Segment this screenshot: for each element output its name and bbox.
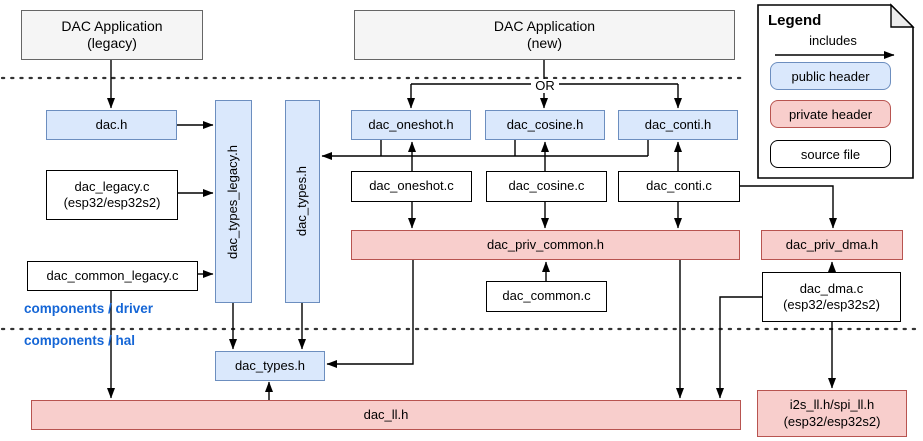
- legend-title: Legend: [768, 12, 822, 29]
- node-label: dac.h: [95, 116, 128, 132]
- node-label: dac_conti.c: [646, 178, 712, 194]
- node-label: dac_cosine.h: [506, 116, 584, 132]
- node-dac-priv-common-h: dac_priv_common.h: [351, 230, 740, 260]
- node-label: dac_dma.c: [799, 280, 864, 296]
- node-dac-dma-c: dac_dma.c (esp32/esp32s2): [762, 272, 901, 322]
- node-label: dac_types.h: [234, 357, 306, 373]
- node-label: dac_types_legacy.h: [225, 144, 241, 259]
- legend-includes-label: includes: [809, 33, 857, 48]
- legend-outline: [757, 3, 915, 179]
- section-label-components-hal: components / hal: [24, 333, 136, 348]
- node-dac-types-legacy-h: dac_types_legacy.h: [215, 100, 252, 303]
- legend-public-header-swatch: public header: [770, 62, 891, 90]
- node-dac-ll-h: dac_ll.h: [31, 400, 741, 430]
- node-dac-types-h-hal: dac_types.h: [215, 351, 325, 381]
- node-sublabel: (esp32/esp32s2): [783, 413, 881, 429]
- node-sublabel: (esp32/esp32s2): [783, 297, 880, 312]
- node-dac-priv-dma-h: dac_priv_dma.h: [761, 230, 903, 260]
- section-label-components-driver: components / driver: [24, 301, 154, 316]
- or-label: OR: [531, 79, 559, 93]
- node-label: dac_priv_common.h: [486, 236, 605, 252]
- node-label: dac_oneshot.h: [368, 116, 454, 132]
- node-sublabel: (esp32/esp32s2): [63, 195, 161, 210]
- node-sublabel: (new): [526, 35, 562, 51]
- node-label: dac_ll.h: [363, 406, 409, 422]
- node-label: DAC Application: [493, 17, 596, 34]
- node-label: dac_legacy.c: [74, 178, 150, 194]
- node-dac-common-c: dac_common.c: [486, 281, 607, 312]
- node-dac-oneshot-h: dac_oneshot.h: [351, 110, 471, 140]
- node-dac-legacy-c: dac_legacy.c (esp32/esp32s2): [46, 170, 178, 220]
- legend-private-header-swatch: private header: [770, 100, 891, 128]
- node-label: dac_conti.h: [644, 116, 712, 132]
- node-label: dac_common_legacy.c: [46, 267, 179, 283]
- node-dac-application-new: DAC Application (new): [354, 10, 735, 60]
- node-dac-common-legacy-c: dac_common_legacy.c: [27, 261, 198, 291]
- node-dac-h: dac.h: [46, 110, 177, 140]
- legend-fold-corner-icon: [890, 3, 915, 28]
- node-dac-cosine-c: dac_cosine.c: [486, 171, 607, 202]
- node-dac-types-h-driver: dac_types.h: [285, 100, 320, 303]
- node-dac-application-legacy: DAC Application (legacy): [21, 10, 203, 60]
- node-label: dac_priv_dma.h: [785, 236, 879, 252]
- node-label: dac_types.h: [294, 166, 310, 237]
- node-label: i2s_ll.h/spi_ll.h: [789, 397, 875, 413]
- node-i2s-ll-spi-ll-h: i2s_ll.h/spi_ll.h (esp32/esp32s2): [757, 390, 907, 437]
- node-sublabel: (legacy): [87, 35, 137, 51]
- node-label: dac_oneshot.c: [369, 178, 454, 194]
- node-label: dac_cosine.c: [508, 178, 585, 194]
- node-dac-conti-c: dac_conti.c: [618, 171, 740, 202]
- include-arrows: [107, 60, 837, 400]
- node-label: DAC Application: [61, 17, 163, 34]
- node-label: dac_common.c: [502, 288, 591, 304]
- node-dac-conti-h: dac_conti.h: [618, 110, 738, 140]
- legend-source-file-swatch: source file: [770, 140, 891, 168]
- node-dac-cosine-h: dac_cosine.h: [485, 110, 605, 140]
- node-dac-oneshot-c: dac_oneshot.c: [351, 171, 472, 202]
